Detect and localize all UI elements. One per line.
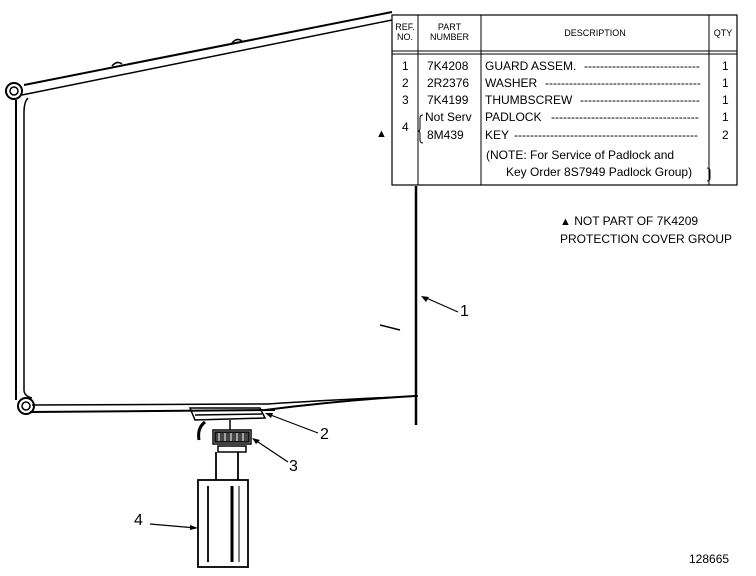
row-1-part: 7K4208 bbox=[427, 59, 469, 73]
row-5-desc: KEY bbox=[485, 128, 510, 142]
thumbscrew bbox=[197, 420, 252, 453]
row-2-ref: 2 bbox=[402, 76, 409, 90]
guard-assembly bbox=[15, 11, 419, 425]
row-1-qty: 1 bbox=[722, 59, 729, 73]
footnote-line-2: PROTECTION COVER GROUP bbox=[560, 232, 733, 246]
row-2-leader: --------------------------------------- bbox=[545, 76, 701, 90]
header-description: DESCRIPTION bbox=[564, 28, 626, 38]
row-4-desc: PADLOCK bbox=[485, 110, 542, 124]
row-4-part: Not Serv bbox=[425, 110, 472, 124]
footnote-marker: ▲ bbox=[560, 216, 571, 228]
row-5-qty: 2 bbox=[722, 128, 729, 142]
parts-table-frame bbox=[391, 14, 738, 186]
top-hinge-ring bbox=[5, 82, 23, 100]
row-2-qty: 1 bbox=[722, 76, 729, 90]
row-4-qty: 1 bbox=[722, 110, 729, 124]
table-note-line-1: (NOTE: For Service of Padlock and bbox=[486, 148, 675, 162]
row-5-leader: ----------------------------------------… bbox=[514, 128, 698, 142]
header-part-number: PART NUMBER bbox=[429, 22, 469, 42]
row-1-desc: GUARD ASSEM. bbox=[485, 59, 577, 73]
row-4-ref: 4 bbox=[402, 120, 409, 134]
row-3-part: 7K4199 bbox=[427, 93, 469, 107]
padlock bbox=[197, 452, 249, 568]
row-3-qty: 1 bbox=[722, 93, 729, 107]
row-2-desc: WASHER bbox=[485, 76, 538, 90]
callout-1: 1 bbox=[460, 303, 469, 320]
footnote-line-1: NOT PART OF 7K4209 bbox=[574, 214, 699, 228]
callout-2: 2 bbox=[320, 426, 329, 443]
header-ref-no: REF. NO. bbox=[395, 22, 415, 42]
row-1-ref: 1 bbox=[402, 59, 409, 73]
washer bbox=[188, 407, 267, 421]
table-note-line-2: Key Order 8S7949 Padlock Group) bbox=[506, 165, 693, 179]
row-3-ref: 3 bbox=[402, 93, 409, 107]
row-3-leader: ------------------------------ bbox=[580, 93, 700, 107]
row-3-desc: THUMBSCREW bbox=[485, 93, 573, 107]
row-1-leader: ----------------------------- bbox=[584, 59, 700, 73]
header-qty: QTY bbox=[713, 28, 733, 38]
callout-4: 4 bbox=[134, 512, 143, 529]
row-4-leader: ------------------------------------- bbox=[551, 110, 699, 124]
callout-3: 3 bbox=[289, 458, 298, 475]
row-5-part: 8M439 bbox=[427, 128, 464, 142]
figure-number: 128665 bbox=[689, 552, 730, 566]
row-4-marker: ▲ bbox=[376, 128, 387, 140]
bottom-hinge-ring bbox=[17, 397, 35, 415]
row-2-part: 2R2376 bbox=[427, 76, 470, 90]
